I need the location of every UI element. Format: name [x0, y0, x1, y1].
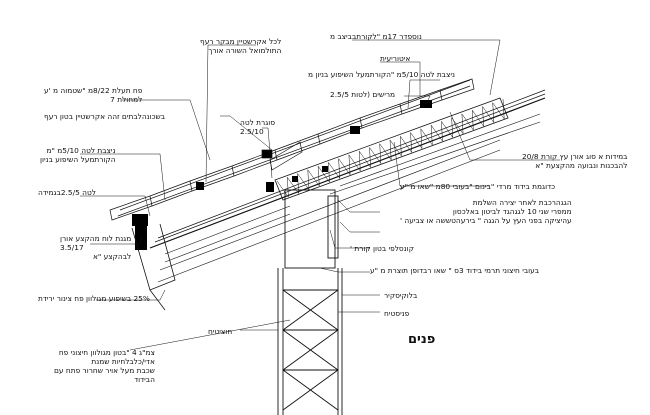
label-gutter-sheet: פח תעלת 8/22מ "שטמוה מ 'ע למחולת 7: [44, 86, 143, 104]
ridge-cap: [261, 141, 303, 171]
roof-tiles: [109, 78, 475, 221]
label-fascia-board: מגנת לוח מהקצע אורן 3.5/17 לבהקצע "א: [60, 234, 132, 261]
label-roof-tile-support: לכל אקרשטיין מבקר רעף התולמואל השורה אור…: [200, 37, 282, 55]
label-purlins: מרישים (לטות 2.5/5: [330, 90, 396, 99]
label-rafter: במידות א סוג אורן עץ קורת 20/8 להבכנות ו…: [522, 152, 628, 170]
label-vertical-batten: ניצבת לטה 5/10מ "מ הקורתמעל השיפוע בניון: [40, 146, 116, 164]
insulation-band: [274, 97, 509, 201]
label-interior: פנים: [408, 332, 436, 347]
label-finish-note: הגגהרכבת לאחר יצירה השלמת ממפרי שני 10 ל…: [400, 198, 572, 225]
label-exterior-plaster: חוציטיח: [208, 327, 233, 336]
roof-slab: [117, 79, 546, 249]
label-batten-standing: לטה 2.5/5בגמידה: [38, 188, 96, 197]
label-thermal-insulation: בעובי חיצוני תרמי בידוד 3ס " שאו רבדופן …: [370, 266, 540, 275]
battens: [132, 100, 432, 250]
label-closing-batten: סוגרת לטה 2.5/10: [240, 118, 276, 136]
label-insulation: כדוגמת בידוד מרדי "בינום "בעובי 80מ "שאו…: [400, 182, 556, 191]
label-ridge-board: נוספדר 17מ "לקורתבביצב מ: [330, 32, 422, 41]
label-console-beam: קונסלפי בטון קורת ': [350, 244, 414, 253]
label-block: בלוקיסקיר: [384, 291, 418, 300]
label-vertical-batten-top: ניצבת לטה 5/10מ "הקורתמעל השיפוע בניון מ: [308, 70, 455, 79]
leader-lines: [80, 39, 560, 351]
label-ventilation-note: צמ"ג 4 "בטון מגולוון חיצוני פח אדי/כלבלח…: [54, 348, 155, 384]
ring-beam: [284, 189, 339, 269]
label-interior-plaster: פניסטיח: [384, 309, 410, 318]
label-waterproofing: איטוריעית: [380, 54, 411, 63]
wall: [277, 268, 343, 415]
label-concrete-tile: בשכונהלבתים זהה אקרשטיין בטון רעף: [44, 112, 166, 121]
soffit-lines: [157, 113, 541, 283]
label-downpipe: 25% בשיפוע מגולוון פח צינור ירידת: [38, 294, 150, 303]
